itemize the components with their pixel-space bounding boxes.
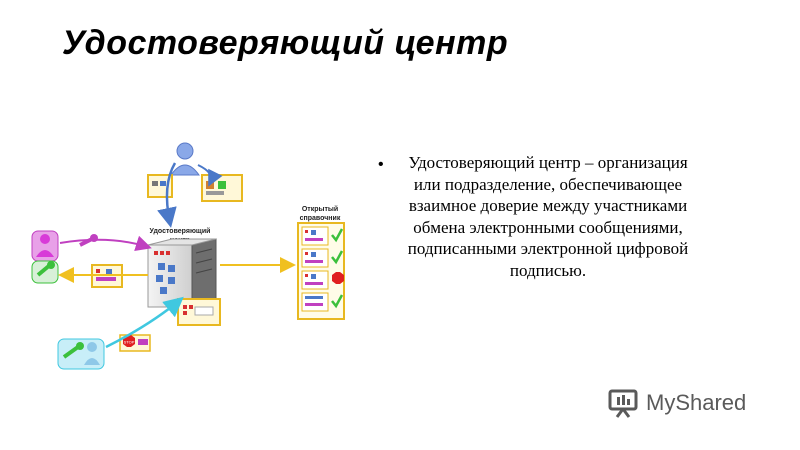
- open-directory-icon: [297, 222, 345, 320]
- stop-sign-icon: [332, 272, 344, 284]
- bullet-text: Удостоверяющий центр – организация или п…: [407, 153, 689, 280]
- top-user-icon: [170, 142, 200, 176]
- check-icon: [331, 250, 344, 265]
- myshared-watermark[interactable]: MyShared: [606, 386, 746, 420]
- arrow-cyan: [105, 296, 184, 349]
- user-pink-icon: [31, 230, 59, 262]
- check-icon: [331, 294, 344, 309]
- ca-label: Удостоверяющий: [150, 227, 211, 235]
- diagram-svg: Удостоверяющий центр: [31, 142, 345, 370]
- slide-title: Удостоверяющий центр: [62, 24, 509, 62]
- certificate-authority-diagram: Удостоверяющий центр: [30, 135, 360, 375]
- stop-sign-icon: [123, 335, 135, 347]
- arrow-purple: [59, 235, 152, 252]
- myshared-logo-icon: [608, 389, 638, 418]
- user-green-icon: [31, 260, 59, 284]
- bullet-list: • Удостоверяющий центр – организация или…: [378, 152, 698, 281]
- directory-label: Открытый: [302, 205, 338, 213]
- check-icon: [331, 228, 344, 243]
- user-group-icon: [57, 338, 105, 370]
- watermark-text: MyShared: [646, 390, 747, 415]
- bullet-marker: •: [378, 156, 384, 173]
- arrow-down: [157, 162, 177, 228]
- directory-label-line2: справочник: [300, 215, 341, 222]
- stop-text: STOP: [124, 340, 135, 345]
- server-icon: [147, 238, 217, 308]
